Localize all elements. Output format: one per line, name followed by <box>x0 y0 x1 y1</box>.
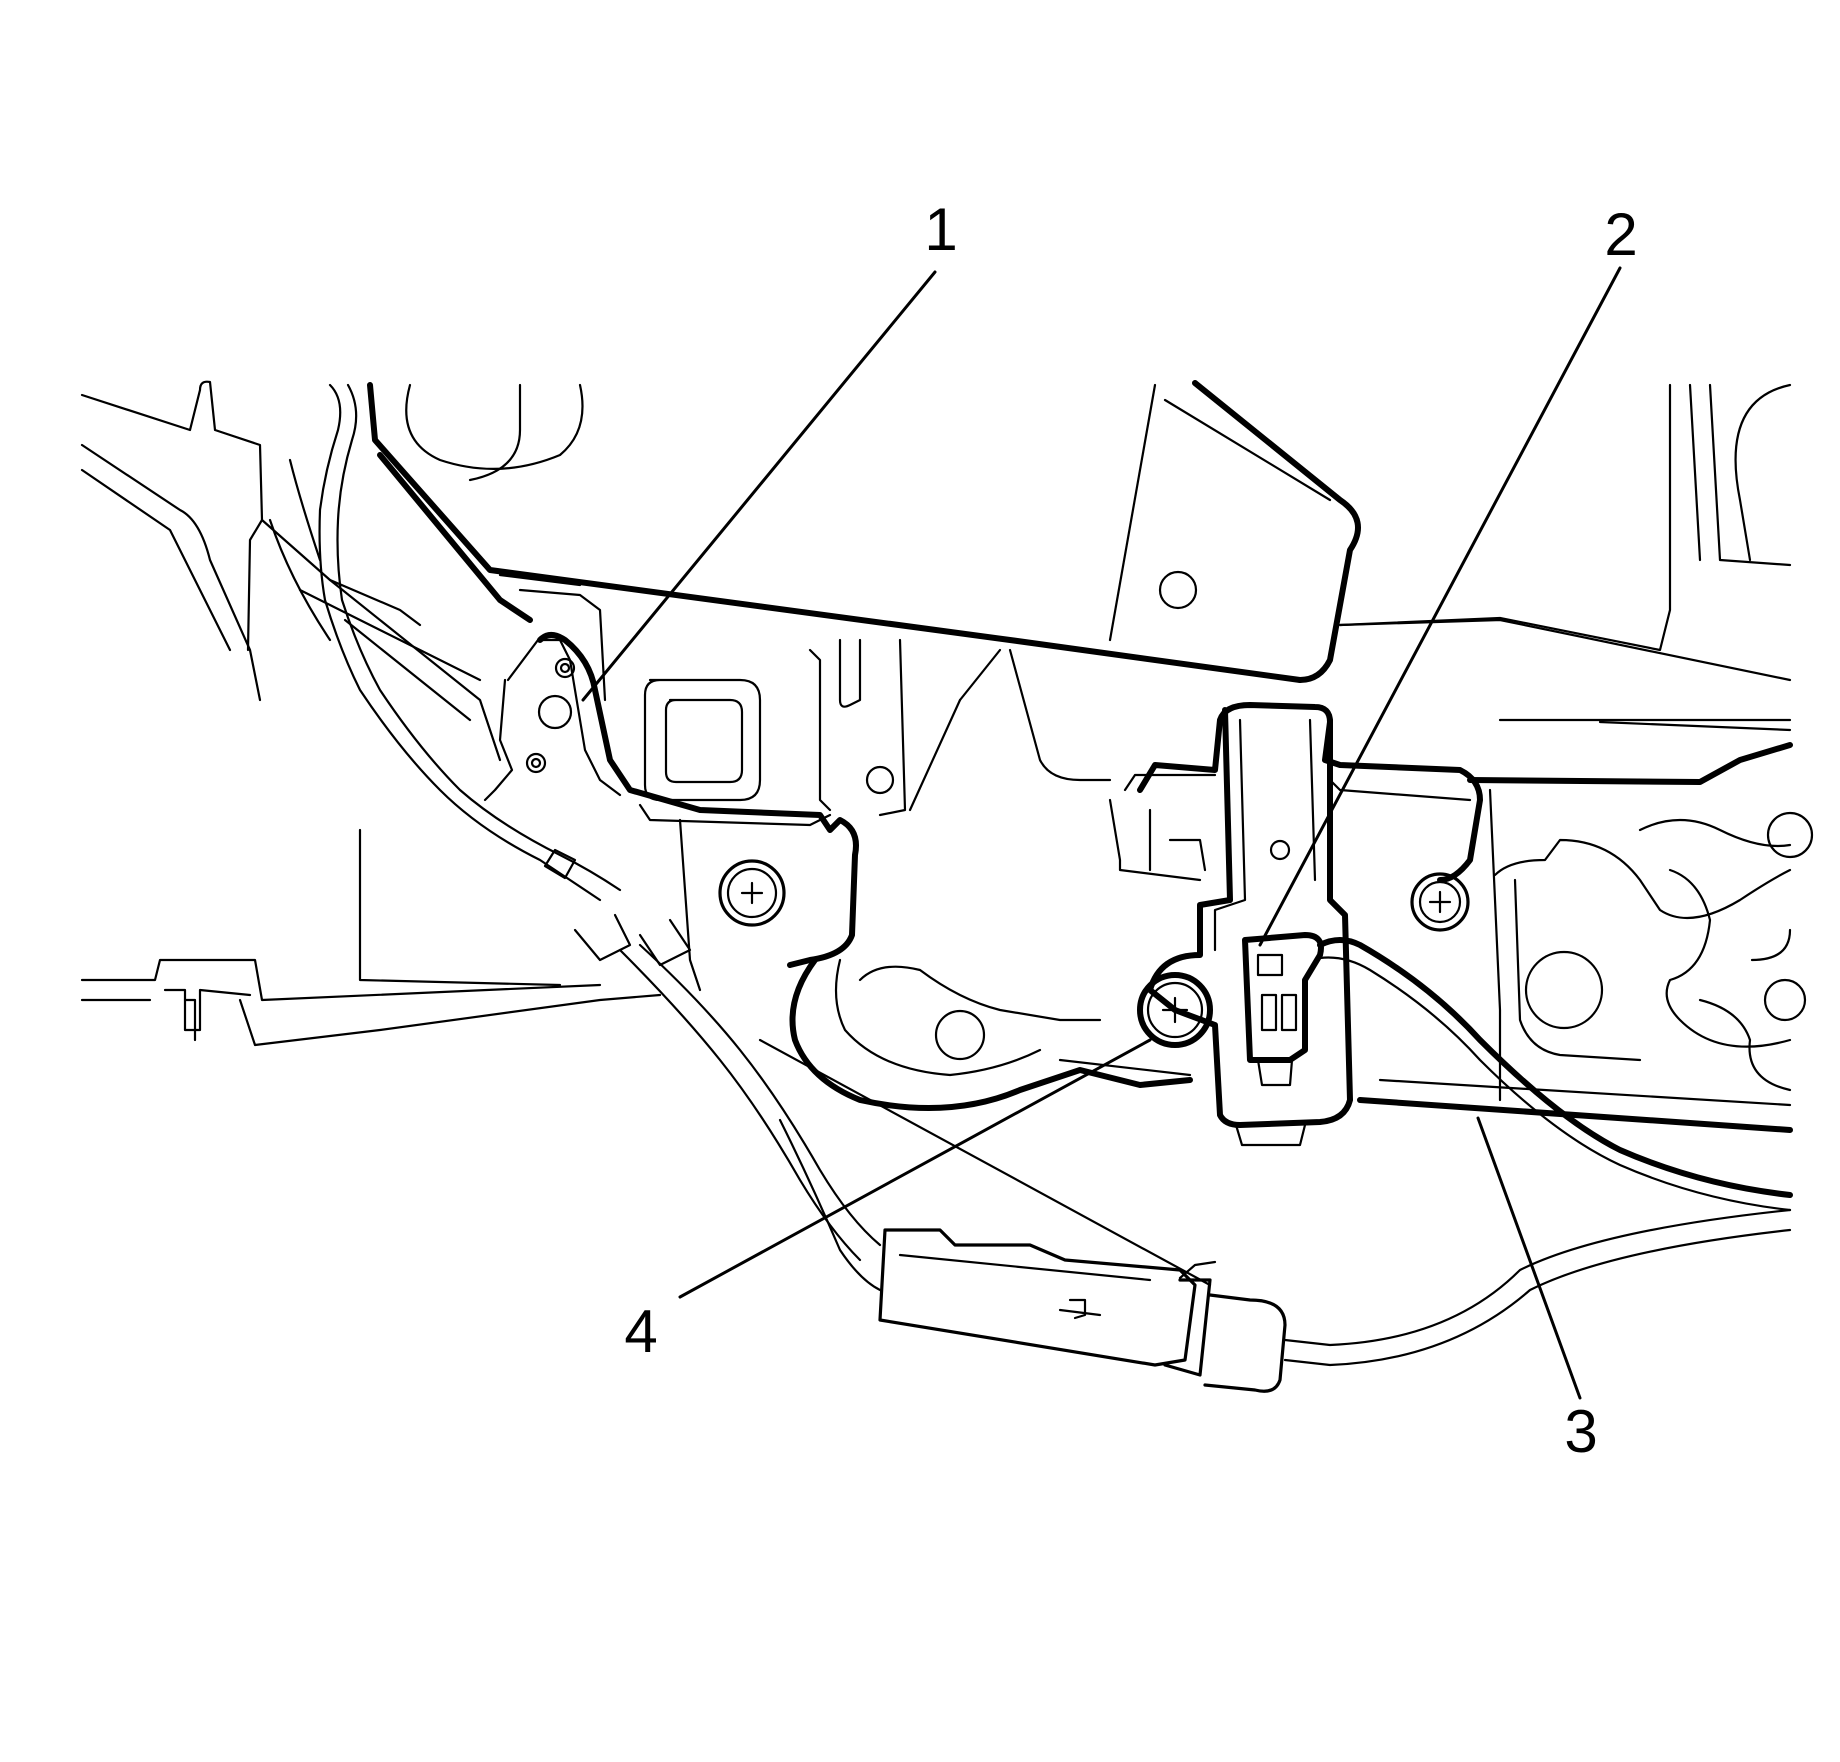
upper-left-panel <box>80 380 562 987</box>
leader-line-4 <box>678 1038 1152 1299</box>
bolt <box>1137 972 1213 1048</box>
lower-left-bracket <box>80 958 662 1047</box>
frame-panel <box>1488 788 1814 1102</box>
lower-bracket-edge <box>789 957 1793 1133</box>
callout-label-2: 2 <box>1604 201 1638 268</box>
mounting-bracket <box>483 632 1112 992</box>
callout-label-4: 4 <box>624 1298 658 1365</box>
leader-line-3 <box>1476 1116 1582 1400</box>
leader-line-2 <box>1258 266 1622 947</box>
lower-connector <box>878 1208 1792 1393</box>
right-bolt <box>1410 872 1470 932</box>
callout-label-3: 3 <box>1564 1398 1598 1465</box>
sensor-module <box>1108 702 1793 1212</box>
callout-label-1: 1 <box>924 196 958 263</box>
wiring-harness-left <box>268 383 882 1292</box>
crossmember <box>367 380 1793 785</box>
leader-line-1 <box>581 270 937 702</box>
leader-lines <box>581 266 1622 1400</box>
